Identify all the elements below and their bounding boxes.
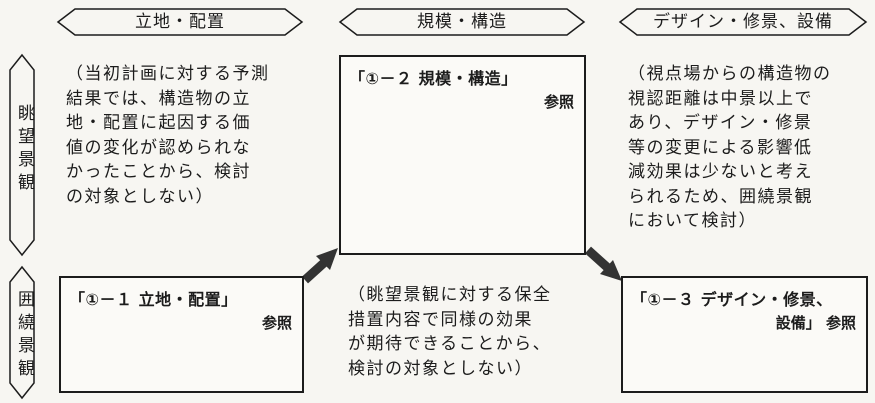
note-line: （視点場からの構造物の <box>628 64 832 84</box>
column-header-shape-design <box>618 8 868 36</box>
note-line: 結果では、構造物の立 <box>66 88 251 109</box>
note-view-design: （視点場からの構造物の 視認距離は中景以上で あり、デザイン・修景 等の変更によ… <box>628 62 832 234</box>
box-design: 「①－３ デザイン・修景、 設備」 参照 <box>621 276 868 393</box>
note-line: られるため、囲繞景観 <box>628 186 813 207</box>
reference-label: 参照 <box>543 93 574 111</box>
note-line: 検討の対象としない） <box>348 358 533 379</box>
note-line: かったことから、検討 <box>66 162 251 182</box>
row-header-view-landscape: 眺望景観 <box>14 104 34 196</box>
column-header-shape-location <box>56 8 304 36</box>
box-location: 「①－１ 立地・配置」 参照 <box>59 276 304 393</box>
box-title-continued: 設備」 参照 <box>775 314 856 332</box>
note-line: において検討） <box>628 211 757 231</box>
column-header-shape-scale <box>338 8 586 36</box>
note-line: が期待できることから、 <box>348 334 552 354</box>
column-header-scale-structure: 規模・構造 <box>417 12 507 32</box>
note-line: 値の変化が認められな <box>66 137 251 158</box>
column-header-design: デザイン・修景、設備 <box>653 12 833 32</box>
row-header-shape-surround <box>9 265 35 400</box>
arrow-scale-to-design <box>584 246 622 281</box>
reference-label: 参照 <box>261 314 292 332</box>
column-header-location: 立地・配置 <box>135 12 225 32</box>
note-line: 等の変更による影響低 <box>628 137 813 158</box>
box-title: 「①－２ 規模・構造」 <box>349 69 518 88</box>
note-line: （当初計画に対する予測 <box>66 64 270 84</box>
note-line: 措置内容で同様の効果 <box>348 309 533 330</box>
note-line: あり、デザイン・修景 <box>628 113 813 133</box>
box-title: 「①－１ 立地・配置」 <box>69 290 238 309</box>
arrow-location-to-scale <box>301 248 338 284</box>
note-line: 視認距離は中景以上で <box>628 88 813 109</box>
row-header-shape-view <box>9 53 35 257</box>
note-surrounding-scale: （眺望景観に対する保全 措置内容で同様の効果 が期待できることから、 検討の対象… <box>348 283 552 381</box>
note-line: 減効果は少ないと考え <box>628 162 813 182</box>
note-view-location: （当初計画に対する予測 結果では、構造物の立 地・配置に起因する価 値の変化が認… <box>66 62 270 209</box>
row-header-surrounding-landscape: 囲繞景観 <box>14 290 34 382</box>
box-title: 「①－３ デザイン・修景、 <box>631 290 833 309</box>
box-scale-structure: 「①－２ 規模・構造」 参照 <box>339 55 586 255</box>
note-line: の対象としない） <box>66 186 214 207</box>
note-line: 地・配置に起因する価 <box>66 113 251 133</box>
note-line: （眺望景観に対する保全 <box>348 285 552 305</box>
